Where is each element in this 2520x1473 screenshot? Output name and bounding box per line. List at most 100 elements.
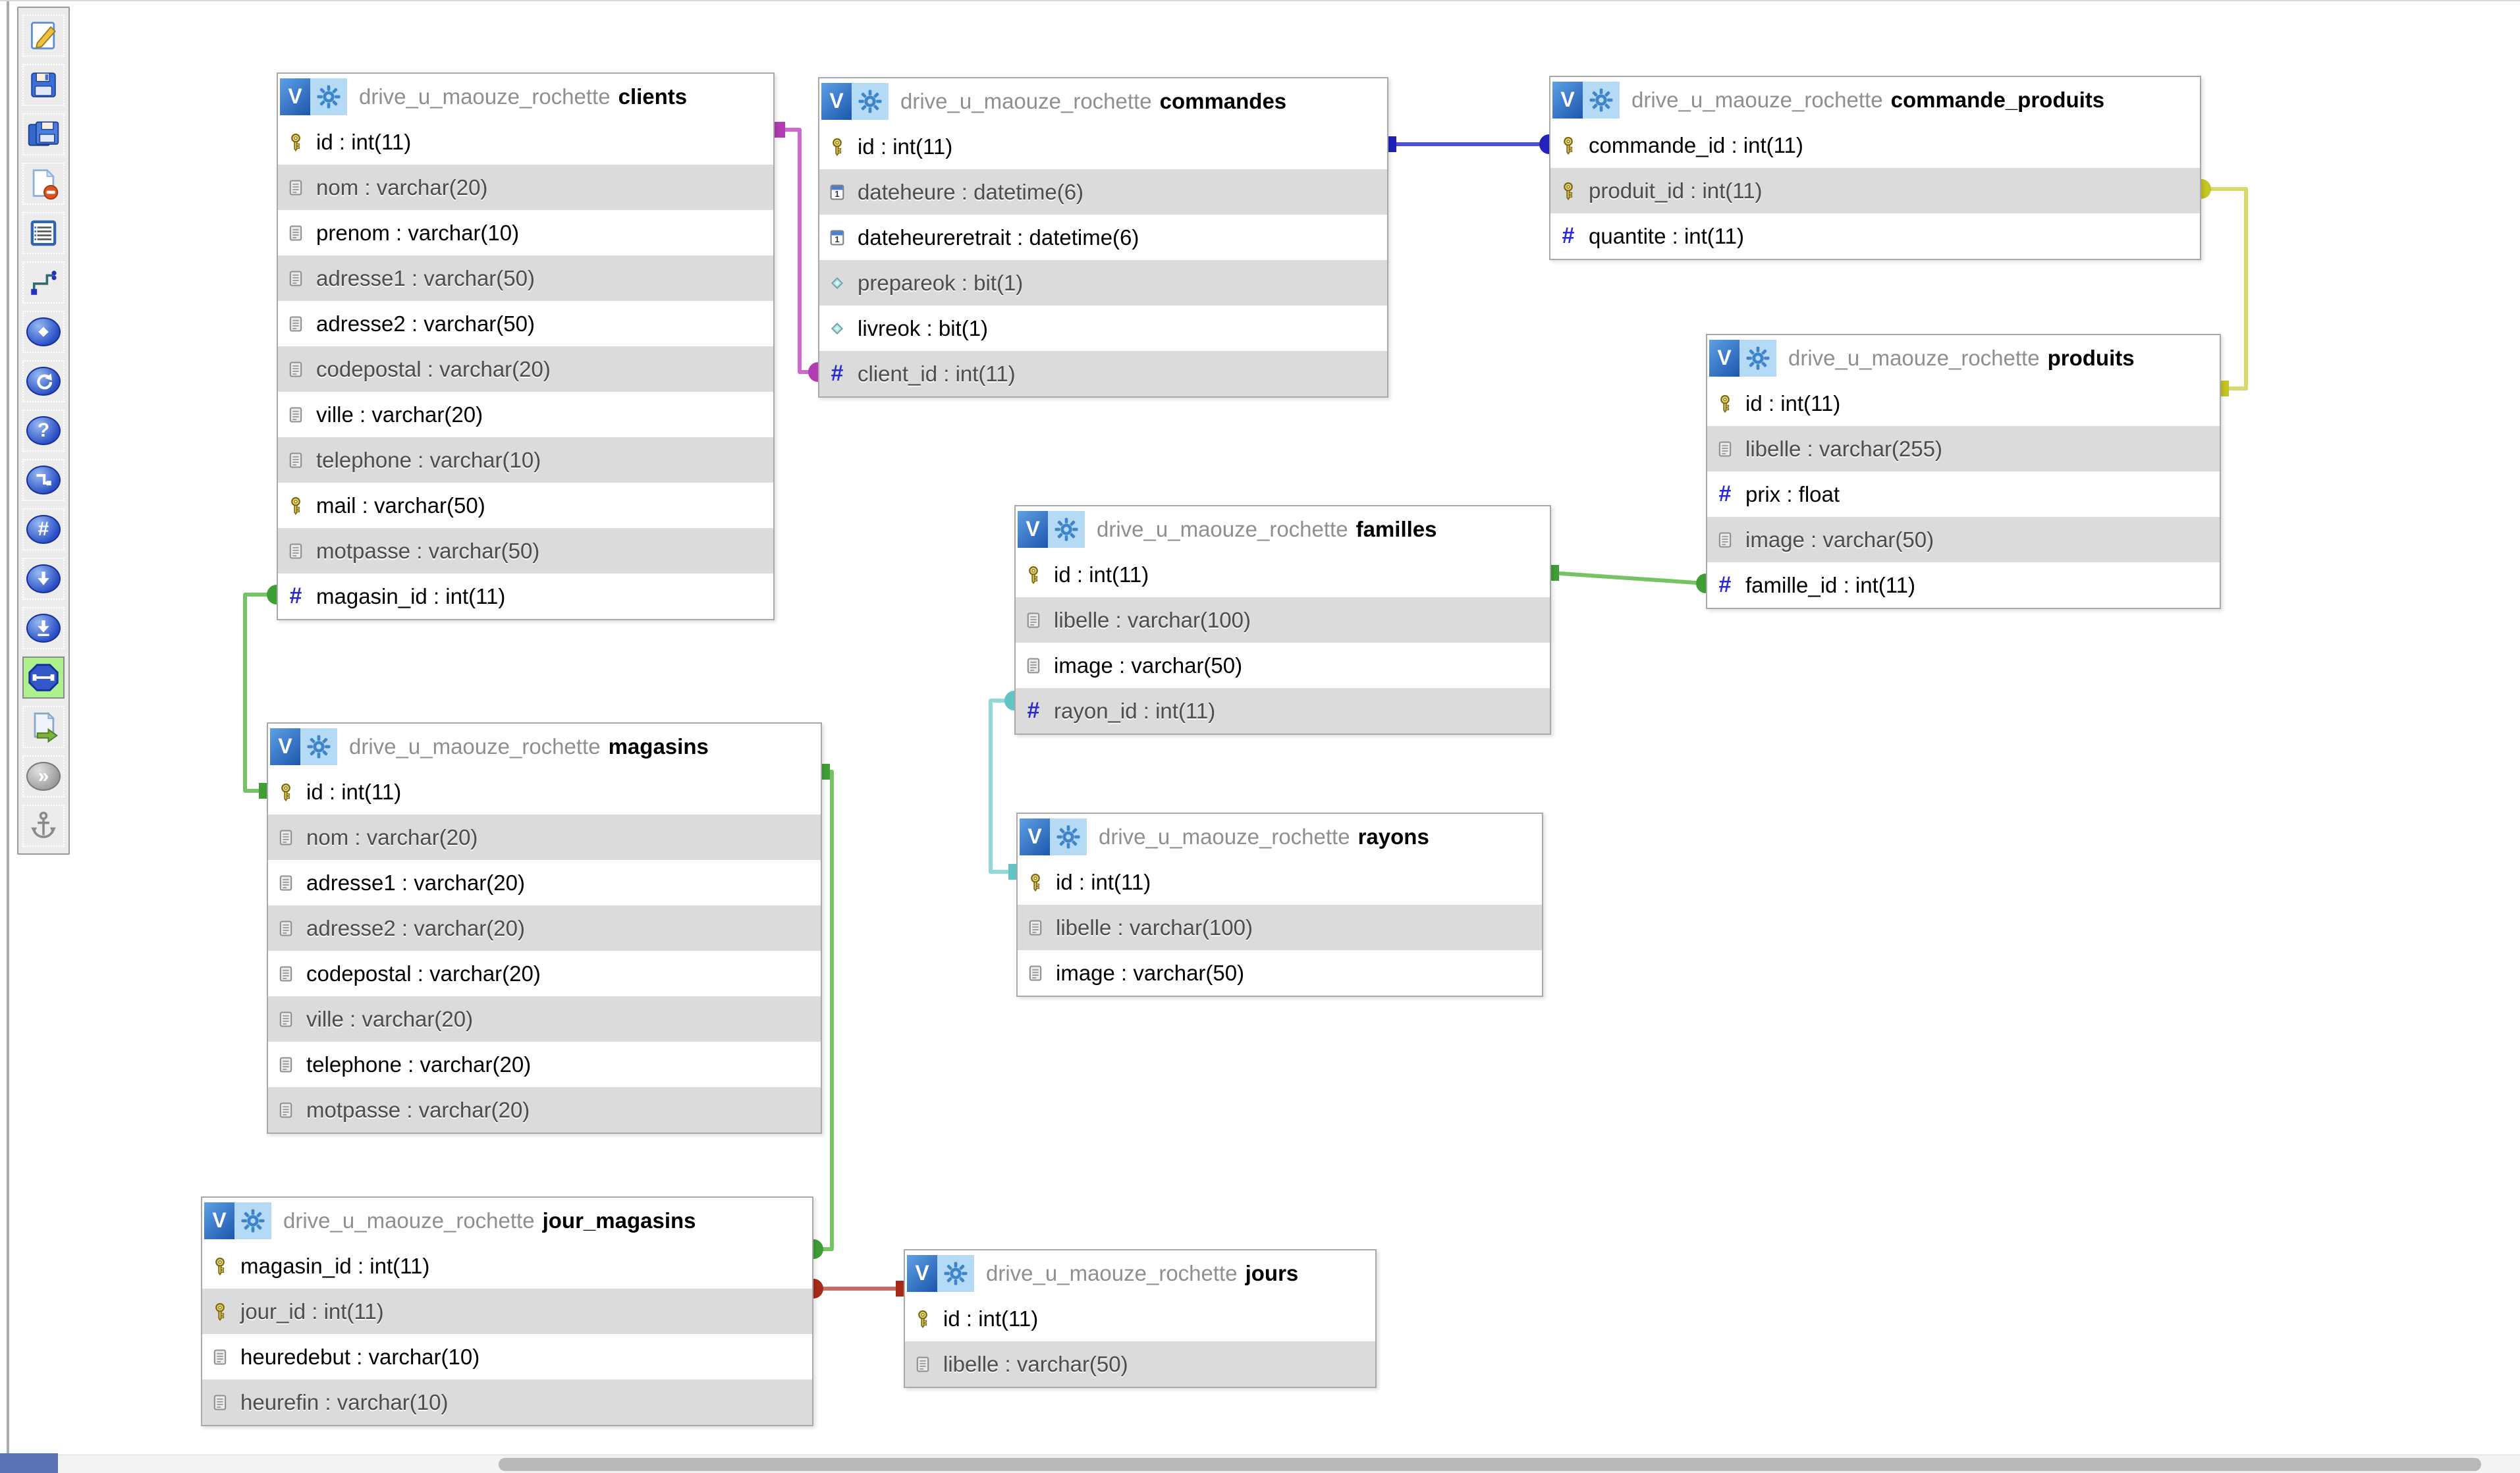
field-row-clients[interactable]: #magasin_id : int(11) xyxy=(278,574,773,619)
field-row-rayons[interactable]: image : varchar(50) xyxy=(1018,950,1542,996)
toolbar-new-relation-button[interactable] xyxy=(22,261,65,304)
toolbar-show-tables-list-button[interactable] xyxy=(22,14,65,57)
toolbar-toggle-small-big-button[interactable] xyxy=(22,607,65,650)
field-row-magasins[interactable]: adresse1 : varchar(20) xyxy=(268,860,821,905)
console-button[interactable] xyxy=(0,1453,58,1473)
field-row-clients[interactable]: motpasse : varchar(50) xyxy=(278,528,773,574)
field-row-commande_produits[interactable]: #quantite : int(11) xyxy=(1550,213,2200,259)
field-row-clients[interactable]: telephone : varchar(10) xyxy=(278,437,773,483)
toolbar-reload-button[interactable] xyxy=(22,360,65,402)
field-row-jour_magasins[interactable]: magasin_id : int(11) xyxy=(202,1243,812,1289)
table-options-gear-icon[interactable] xyxy=(310,78,347,115)
field-row-produits[interactable]: libelle : varchar(255) xyxy=(1707,426,2220,471)
toolbar-export-schema-button[interactable] xyxy=(22,706,65,749)
toolbar-move-menu-button[interactable]: » xyxy=(22,755,65,798)
view-toggle-icon[interactable]: V xyxy=(270,728,300,765)
view-toggle-icon[interactable]: V xyxy=(1709,339,1739,377)
field-row-magasins[interactable]: codepostal : varchar(20) xyxy=(268,951,821,996)
field-row-familles[interactable]: image : varchar(50) xyxy=(1016,643,1550,688)
field-row-jour_magasins[interactable]: jour_id : int(11) xyxy=(202,1289,812,1334)
field-row-magasins[interactable]: nom : varchar(20) xyxy=(268,815,821,860)
field-row-clients[interactable]: adresse2 : varchar(50) xyxy=(278,301,773,346)
field-row-jour_magasins[interactable]: heurefin : varchar(10) xyxy=(202,1379,812,1425)
field-row-produits[interactable]: id : int(11) xyxy=(1707,381,2220,426)
field-row-magasins[interactable]: motpasse : varchar(20) xyxy=(268,1087,821,1133)
field-row-commandes[interactable]: livreok : bit(1) xyxy=(819,306,1387,351)
toolbar-toggle-grid-button[interactable]: # xyxy=(22,508,65,550)
field-row-jours[interactable]: id : int(11) xyxy=(905,1296,1375,1341)
field-row-jour_magasins[interactable]: heuredebut : varchar(10) xyxy=(202,1334,812,1379)
field-row-clients[interactable]: id : int(11) xyxy=(278,119,773,165)
toolbar-help-button[interactable]: ? xyxy=(22,409,65,452)
field-row-commande_produits[interactable]: commande_id : int(11) xyxy=(1550,122,2200,168)
field-row-magasins[interactable]: adresse2 : varchar(20) xyxy=(268,905,821,951)
field-row-clients[interactable]: mail : varchar(50) xyxy=(278,483,773,528)
view-toggle-icon[interactable]: V xyxy=(204,1202,234,1239)
horizontal-scrollbar[interactable] xyxy=(0,1455,2520,1473)
table-options-gear-icon[interactable] xyxy=(234,1202,271,1239)
field-row-rayons[interactable]: id : int(11) xyxy=(1018,859,1542,905)
field-row-clients[interactable]: prenom : varchar(10) xyxy=(278,210,773,255)
field-row-magasins[interactable]: id : int(11) xyxy=(268,769,821,815)
field-row-familles[interactable]: libelle : varchar(100) xyxy=(1016,597,1550,643)
table-options-gear-icon[interactable] xyxy=(300,728,337,765)
toolbar-angular-links-button[interactable] xyxy=(22,458,65,501)
field-row-clients[interactable]: codepostal : varchar(20) xyxy=(278,346,773,392)
view-toggle-icon[interactable]: V xyxy=(1018,510,1048,548)
table-options-gear-icon[interactable] xyxy=(1050,818,1087,855)
field-row-magasins[interactable]: ville : varchar(20) xyxy=(268,996,821,1042)
field-row-commandes[interactable]: id : int(11) xyxy=(819,124,1387,169)
view-toggle-icon[interactable]: V xyxy=(821,82,852,120)
toolbar-new-table-button[interactable] xyxy=(22,211,65,254)
view-toggle-icon[interactable]: V xyxy=(907,1254,937,1292)
table-options-gear-icon[interactable] xyxy=(1583,81,1620,119)
toolbar-show-hide-columns-button[interactable] xyxy=(22,310,65,353)
toolbar-pin-text-button[interactable] xyxy=(22,805,65,847)
field-row-commande_produits[interactable]: produit_id : int(11) xyxy=(1550,168,2200,213)
toolbar-small-all-button[interactable] xyxy=(22,558,65,601)
toolbar-save-as-button[interactable] xyxy=(22,113,65,155)
field-row-commandes[interactable]: prepareok : bit(1) xyxy=(819,260,1387,306)
toolbar-delete-page-button[interactable] xyxy=(22,162,65,205)
field-row-clients[interactable]: nom : varchar(20) xyxy=(278,165,773,210)
table-options-gear-icon[interactable] xyxy=(1048,510,1085,548)
field-row-produits[interactable]: #famille_id : int(11) xyxy=(1707,562,2220,608)
field-row-familles[interactable]: id : int(11) xyxy=(1016,552,1550,597)
field-row-clients[interactable]: ville : varchar(20) xyxy=(278,392,773,437)
view-toggle-icon[interactable]: V xyxy=(280,78,310,115)
field-row-commandes[interactable]: #client_id : int(11) xyxy=(819,351,1387,396)
view-toggle-icon[interactable]: V xyxy=(1020,818,1050,855)
field-row-magasins[interactable]: telephone : varchar(20) xyxy=(268,1042,821,1087)
table-options-gear-icon[interactable] xyxy=(1739,339,1776,377)
field-row-rayons[interactable]: libelle : varchar(100) xyxy=(1018,905,1542,950)
view-toggle-icon[interactable]: V xyxy=(1552,81,1583,119)
field-row-jours[interactable]: libelle : varchar(50) xyxy=(905,1341,1375,1387)
field-row-familles[interactable]: #rayon_id : int(11) xyxy=(1016,688,1550,734)
field-row-produits[interactable]: image : varchar(50) xyxy=(1707,517,2220,562)
horizontal-scrollbar-thumb[interactable] xyxy=(499,1458,2481,1471)
toolbar-toggle-relation-lines-button[interactable] xyxy=(22,656,65,699)
table-options-gear-icon[interactable] xyxy=(852,82,889,120)
table-options-gear-icon[interactable] xyxy=(937,1254,974,1292)
field-row-produits[interactable]: #prix : float xyxy=(1707,471,2220,517)
field-row-clients[interactable]: adresse1 : varchar(50) xyxy=(278,255,773,301)
toolbar-save-position-button[interactable] xyxy=(22,63,65,106)
